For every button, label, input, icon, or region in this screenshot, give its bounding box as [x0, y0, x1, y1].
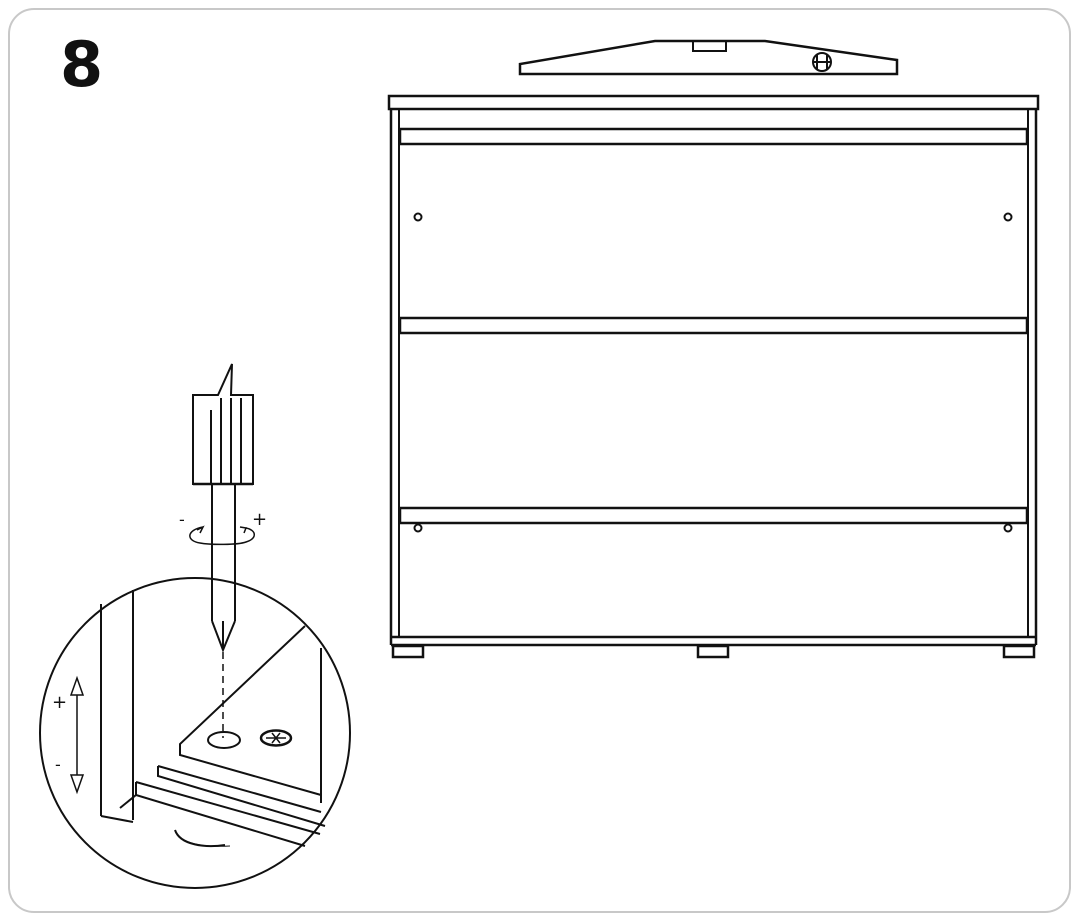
drawer-rail-bottom	[398, 506, 1029, 525]
screw-head-icon	[259, 729, 293, 747]
drawer-rail-top	[398, 127, 1029, 146]
adjust-minus-label: -	[55, 755, 61, 774]
foot-left	[391, 644, 425, 659]
screwdriver-icon	[192, 363, 254, 653]
rotate-minus-label: -	[179, 510, 185, 529]
adjust-arrow-icon	[69, 675, 85, 795]
step-number: 8	[60, 28, 104, 101]
adjust-plus-label: +	[52, 692, 67, 713]
rotation-arrow-icon	[189, 525, 255, 546]
foot-right	[1002, 644, 1036, 659]
foot-middle	[696, 644, 730, 659]
spirit-level-icon	[518, 39, 899, 76]
drawer-rail-middle	[398, 316, 1029, 335]
detail-magnifier	[39, 577, 351, 889]
instruction-frame	[8, 8, 1071, 913]
chest-of-drawers	[387, 94, 1040, 659]
rotate-plus-label: +	[252, 509, 267, 530]
